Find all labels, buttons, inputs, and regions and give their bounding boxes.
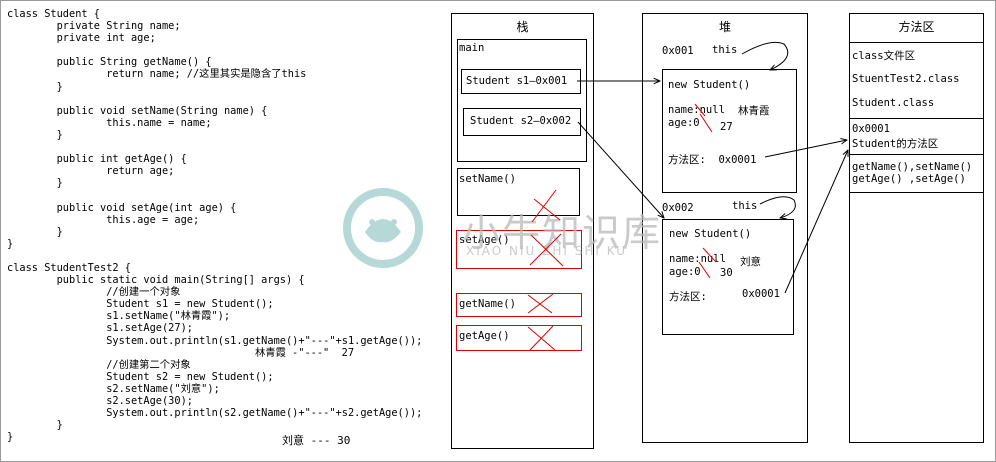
- code-line: class StudentTest2 {: [7, 261, 131, 274]
- code-line: System.out.println(s1.getName()+"---"+s1…: [7, 334, 423, 347]
- heap-title: 堆: [718, 20, 731, 34]
- setage-frame: setAge(): [456, 230, 582, 269]
- heap-column: 堆 0x001 this new Student() name:null 林青霞…: [642, 13, 808, 443]
- method-area-column: 方法区 class文件区 StuentTest2.class Student.c…: [849, 13, 984, 443]
- obj2-method-label: 方法区:: [669, 291, 707, 303]
- class-file-area: class文件区: [852, 50, 916, 62]
- arrow-s2-to-object2: [577, 121, 664, 218]
- watermark-text-en: XIAO NIU ZHI SHI KU: [466, 244, 628, 258]
- setname-frame: setName(): [457, 168, 580, 216]
- code-line: class Student {: [7, 8, 100, 20]
- code-line: public static void main(String[] args) {: [7, 274, 305, 287]
- code-line: }: [7, 128, 63, 141]
- obj2-name: name:null: [669, 253, 726, 265]
- class-student: Student.class: [852, 97, 935, 109]
- setage-label: setAge(): [459, 234, 510, 246]
- s2-label: Student s2—0x002: [470, 115, 572, 127]
- code-line: s1.setAge(27);: [7, 322, 193, 335]
- code-line: private int age;: [7, 32, 156, 45]
- obj2-title: new Student(): [669, 228, 752, 240]
- obj1-name: name:null: [668, 104, 725, 116]
- code-line: //创建第二个对象: [7, 358, 191, 371]
- class-studenttest2: StuentTest2.class: [852, 73, 960, 85]
- obj1-title: new Student(): [668, 79, 751, 91]
- code-line: }: [7, 80, 63, 93]
- getname-label: getName(): [459, 298, 516, 310]
- code-line: }: [7, 237, 14, 250]
- cross-getage: [527, 325, 556, 351]
- heap-this-2: this: [732, 200, 758, 212]
- method-area-title: 方法区: [898, 20, 935, 34]
- code-line: System.out.println(s2.getName()+"---"+s2…: [7, 407, 423, 420]
- methods-line-1: getName(),setName(): [852, 161, 973, 173]
- heap-object-2: new Student() name:null 刘意 age:0 30 方法区:…: [662, 219, 794, 335]
- s1-label: Student s1—0x001: [466, 75, 568, 87]
- obj1-method-ref: 方法区: 0x0001: [668, 154, 757, 166]
- method-area-divider-2: [850, 118, 983, 119]
- setname-label: setName(): [459, 173, 516, 185]
- method-area-divider-4: [850, 192, 983, 193]
- arrow-object1-to-method-area: [764, 140, 847, 158]
- code-line: 林青霞 -"---" 27: [7, 346, 355, 359]
- code-line: }: [7, 419, 63, 432]
- code-line: public String getName() {: [7, 56, 212, 69]
- method-area-divider-3: [850, 154, 983, 155]
- code-line: this.name = name;: [7, 116, 212, 129]
- code-line: s1.setName("林青霞");: [7, 310, 231, 323]
- code-line: }: [7, 431, 14, 444]
- stack-column: 栈 main Student s1—0x001 Student s2—0x002…: [451, 13, 594, 449]
- methods-line-2: getAge() ,setAge(): [852, 173, 966, 185]
- arrow-object2-to-method-area: [784, 150, 848, 294]
- code-line: //创建一个对象: [7, 286, 181, 299]
- code-line: Student s2 = new Student();: [7, 370, 274, 383]
- strike-obj2-age: [698, 261, 711, 279]
- code-line: }: [7, 225, 63, 238]
- cross-setage: [529, 233, 564, 267]
- strike-obj1-name: [694, 103, 706, 117]
- obj1-age: age:0: [668, 117, 700, 129]
- code-line: s2.setAge(30);: [7, 395, 193, 407]
- heap-object-1: new Student() name:null 林青霞 age:0 27 方法区…: [662, 69, 797, 193]
- strike-obj2-name: [702, 247, 717, 263]
- code-line: }: [7, 177, 63, 190]
- stack-title: 栈: [516, 20, 529, 34]
- strike-obj1-age: [699, 113, 713, 133]
- heap-addr-1: 0x001: [662, 45, 694, 57]
- code-line: s2.setName("刘意");: [7, 382, 220, 395]
- watermark-text-cn: 小牛知识库: [462, 211, 663, 255]
- cross-getname: [527, 293, 554, 314]
- obj2-age-value: 30: [720, 267, 733, 279]
- heap-addr-2: 0x002: [662, 202, 694, 214]
- main-label: main: [459, 42, 485, 54]
- code-line: private String name;: [7, 20, 181, 33]
- getage-frame: getAge(): [456, 325, 582, 351]
- code-line: return age;: [7, 165, 175, 178]
- code-line: Student s1 = new Student();: [7, 298, 274, 311]
- code-line: public int getAge() {: [7, 153, 187, 166]
- code-line: public void setAge(int age) {: [7, 201, 237, 214]
- obj2-method-addr: 0x0001: [742, 288, 780, 300]
- code-line: return name; //这里其实是隐含了this: [7, 68, 307, 81]
- method-area-addr: 0x0001: [852, 123, 890, 135]
- code-listing: class Student { private String name; pri…: [7, 8, 422, 443]
- code-line: this.age = age;: [7, 213, 200, 226]
- obj2-name-value: 刘意: [740, 256, 761, 268]
- getname-frame: getName(): [456, 293, 582, 317]
- this2-curve: [759, 196, 796, 218]
- stack-var-s2: Student s2—0x002: [463, 108, 581, 136]
- output-annotation-2: 刘意 --- 30: [282, 434, 351, 447]
- code-line: public void setName(String name) {: [7, 104, 268, 117]
- method-area-divider-1: [850, 42, 983, 43]
- heap-this-1: this: [712, 44, 738, 56]
- this1-curve: [741, 41, 789, 70]
- obj1-age-value: 27: [720, 121, 733, 133]
- getage-label: getAge(): [459, 330, 510, 342]
- cross-setname: [531, 189, 561, 223]
- student-method-area: Student的方法区: [852, 138, 939, 150]
- obj1-name-value: 林青霞: [738, 105, 770, 117]
- obj2-age: age:0: [669, 266, 701, 278]
